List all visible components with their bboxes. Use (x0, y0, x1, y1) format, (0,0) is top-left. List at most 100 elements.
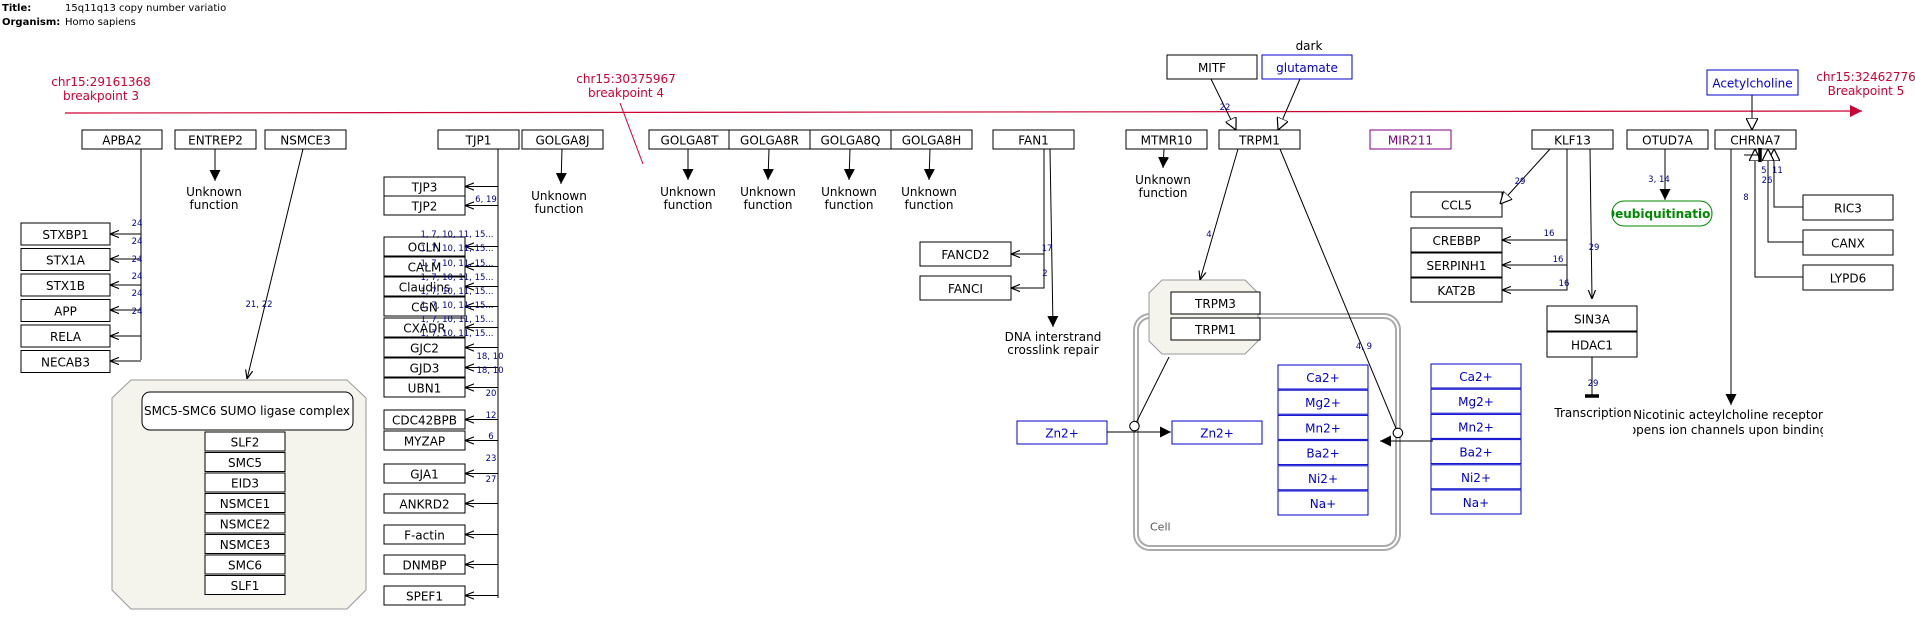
interaction-edge (1768, 149, 1803, 243)
gene-sin3a[interactable]: SIN3A (1546, 305, 1638, 332)
gene-golga8h[interactable]: GOLGA8H (890, 129, 973, 150)
gene-tjp3[interactable]: TJP3 (383, 176, 466, 197)
gene-spef1[interactable]: SPEF1 (383, 585, 466, 606)
gene-mitf-box (1166, 54, 1258, 80)
gene-app-label: APP (54, 305, 77, 319)
gene-myzap-label: MYZAP (404, 435, 445, 449)
metabolite-ion-right-na[interactable]: Na+ (1430, 489, 1522, 515)
gene-lypd6[interactable]: LYPD6 (1802, 264, 1894, 291)
gene-complex-nsmce2[interactable]: NSMCE2 (204, 513, 286, 534)
edge-label: 1, 7, 10, 11, 15... (421, 315, 494, 325)
gene-hdac1[interactable]: HDAC1 (1546, 331, 1638, 358)
gene-serpinh1[interactable]: SERPINH1 (1410, 252, 1503, 278)
complex-smc5-smc6-sumo-ligase[interactable]: SMC5-SMC6 SUMO ligase complex (141, 391, 354, 431)
gene-tjp1[interactable]: TJP1 (437, 129, 520, 150)
metabolite-ion-right-mg2[interactable]: Mg2+ (1430, 388, 1522, 414)
gene-rela[interactable]: RELA (20, 324, 111, 348)
gene-fanci[interactable]: FANCI (919, 275, 1012, 301)
gene-ccl5[interactable]: CCL5 (1410, 191, 1503, 218)
gene-tjp2[interactable]: TJP2 (383, 195, 466, 216)
gene-ric3[interactable]: RIC3 (1802, 194, 1894, 221)
gene-otud7a[interactable]: OTUD7A (1626, 129, 1709, 150)
gene-gja1[interactable]: GJA1 (383, 463, 466, 484)
gene-ankrd2[interactable]: ANKRD2 (383, 493, 466, 514)
gene-gjd3[interactable]: GJD3 (383, 357, 466, 378)
gene-ocln[interactable]: OCLN (383, 236, 466, 257)
gene-trpm3[interactable]: TRPM3 (1170, 291, 1261, 315)
gene-fan1[interactable]: FAN1 (992, 129, 1075, 150)
gene-complex-eid3[interactable]: EID3 (204, 472, 286, 493)
gene-klf13-label: KLF13 (1554, 134, 1591, 148)
gene-otud7a-box (1626, 129, 1709, 150)
metabolite-ion-left-mn2[interactable]: Mn2+ (1277, 414, 1369, 440)
gene-nsmce3-label: NSMCE3 (280, 134, 331, 148)
mirna-mir211[interactable]: MIR211 (1369, 129, 1452, 150)
gene-entrep2[interactable]: ENTREP2 (174, 129, 257, 150)
gene-myzap[interactable]: MYZAP (383, 430, 466, 451)
gene-app[interactable]: APP (20, 299, 111, 322)
metabolite-zn-extracellular[interactable]: Zn2+ (1016, 420, 1108, 445)
gene-golga8t[interactable]: GOLGA8T (648, 129, 731, 150)
gene-complex-smc5[interactable]: SMC5 (204, 452, 286, 472)
gene-complex-nsmce1[interactable]: NSMCE1 (204, 493, 286, 513)
unknown-function-2-line1: Unknown (660, 185, 716, 199)
edge-label: 16 (1544, 229, 1555, 239)
interaction-edge (1774, 149, 1803, 208)
gene-canx[interactable]: CANX (1802, 229, 1894, 256)
gene-dnmbp[interactable]: DNMBP (383, 554, 466, 575)
edge-label: 1, 7, 10, 11, 15... (421, 287, 494, 297)
edge-label: 24 (132, 272, 143, 282)
metabolite-ion-right-ca2[interactable]: Ca2+ (1430, 363, 1522, 389)
gene-calm[interactable]: CALM (383, 256, 466, 277)
gene-ric3-label: RIC3 (1834, 202, 1862, 216)
metabolite-ion-right-mn2[interactable]: Mn2+ (1430, 413, 1522, 439)
gene-complex-slf1[interactable]: SLF1 (204, 575, 286, 595)
gene-complex-nsmce3[interactable]: NSMCE3 (204, 534, 286, 554)
gene-golga8j[interactable]: GOLGA8J (521, 129, 604, 150)
edge-label: 5, 11 (1761, 166, 1783, 176)
gene-gjc2[interactable]: GJC2 (383, 337, 466, 358)
interaction-edge (1210, 78, 1236, 130)
gene-chrna7[interactable]: CHRNA7 (1714, 129, 1797, 150)
metabolite-ion-left-ni2[interactable]: Ni2+ (1277, 465, 1369, 491)
metabolite-ion-left-ca2[interactable]: Ca2+ (1277, 364, 1369, 390)
gene-stxbp1[interactable]: STXBP1 (20, 222, 111, 246)
gene-rela-label: RELA (50, 330, 82, 344)
gene-cxadr[interactable]: CXADR (383, 317, 466, 338)
metabolite-ion-left-mg2[interactable]: Mg2+ (1277, 389, 1369, 415)
gene-f-actin[interactable]: F-actin (383, 524, 466, 545)
metabolite-acetylcholine[interactable]: Acetylcholine (1706, 69, 1799, 96)
gene-cdc42bpb[interactable]: CDC42BPB (383, 409, 466, 430)
gene-mitf[interactable]: MITF (1166, 54, 1258, 80)
gene-cgn[interactable]: CGN (383, 296, 466, 317)
metabolite-ion-left-na[interactable]: Na+ (1277, 490, 1369, 516)
pathway-deubiquitination[interactable]: Deubiquitination (1605, 200, 1719, 227)
gene-apba2[interactable]: APBA2 (81, 129, 163, 150)
gene-nsmce3[interactable]: NSMCE3 (264, 129, 347, 150)
gene-mtmr10[interactable]: MTMR10 (1125, 129, 1208, 150)
gene-complex-slf2[interactable]: SLF2 (204, 431, 286, 452)
metabolite-ion-right-ni2[interactable]: Ni2+ (1430, 464, 1522, 490)
gene-complex-eid3-label: EID3 (231, 477, 259, 491)
metabolite-zn-intracellular[interactable]: Zn2+ (1171, 420, 1263, 445)
gene-fancd2[interactable]: FANCD2 (919, 241, 1012, 267)
organism-name: Homo sapiens (65, 17, 136, 28)
gene-stx1a[interactable]: STX1A (20, 248, 111, 271)
gene-stx1b[interactable]: STX1B (20, 273, 111, 297)
gene-golga8r[interactable]: GOLGA8R (728, 129, 811, 150)
gene-complex-smc6[interactable]: SMC6 (204, 554, 286, 575)
gene-trpm1[interactable]: TRPM1 (1218, 129, 1301, 150)
metabolite-ion-left-ba2[interactable]: Ba2+ (1277, 440, 1369, 466)
gene-golga8q[interactable]: GOLGA8Q (809, 129, 892, 150)
gene-trpm1-cell[interactable]: TRPM1 (1170, 317, 1261, 341)
gene-kat2b[interactable]: KAT2B (1410, 277, 1503, 303)
gene-crebbp[interactable]: CREBBP (1410, 227, 1503, 253)
gene-necab3[interactable]: NECAB3 (20, 350, 111, 373)
gene-ubn1[interactable]: UBN1 (383, 377, 466, 398)
interaction-edge (1011, 149, 1045, 254)
metabolite-ion-right-ba2[interactable]: Ba2+ (1430, 439, 1522, 465)
metabolite-glutamate[interactable]: glutamate (1261, 54, 1353, 80)
gene-claudins[interactable]: Claudins (383, 276, 466, 297)
gene-klf13[interactable]: KLF13 (1531, 129, 1614, 150)
interaction-edge (247, 148, 304, 379)
